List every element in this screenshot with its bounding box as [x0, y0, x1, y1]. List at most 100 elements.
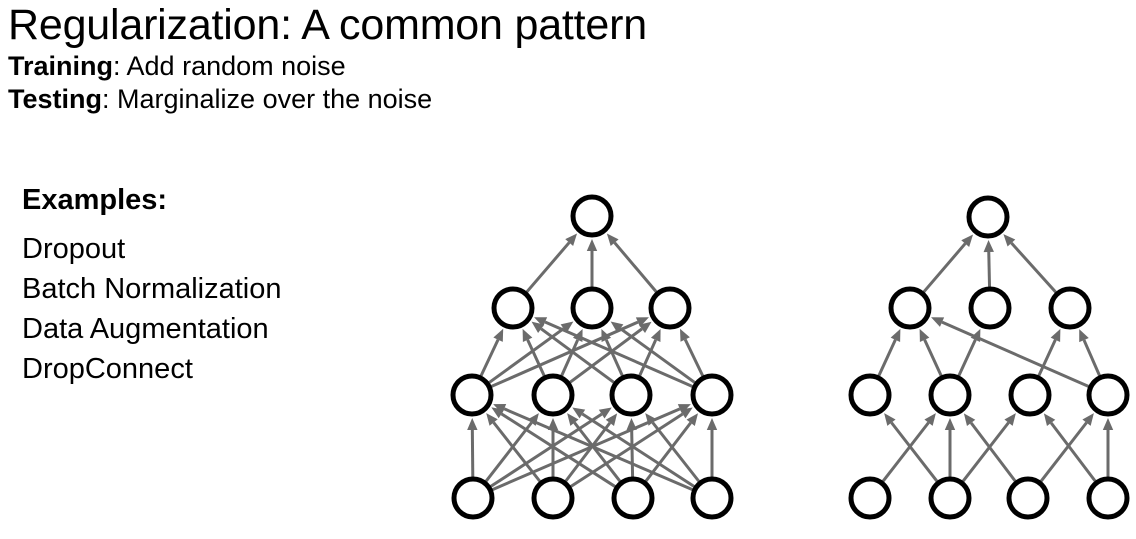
network-edge: [923, 339, 943, 377]
network-edge-arrowhead: [706, 418, 718, 430]
network-node: [491, 286, 535, 330]
network-edge: [569, 412, 684, 488]
network-edge: [1037, 339, 1057, 377]
network-edge: [881, 421, 930, 483]
network-edge-arrowhead: [565, 233, 578, 246]
network-node: [1086, 373, 1130, 417]
network-node: [611, 476, 655, 520]
lead-line-testing: Testing: Marginalize over the noise: [8, 83, 478, 116]
network-node: [648, 286, 692, 330]
network-edge: [564, 421, 612, 483]
network-edge-arrowhead: [1079, 329, 1089, 343]
network-edge-arrowhead: [1043, 413, 1056, 427]
network-edge-arrowhead: [493, 328, 504, 342]
network-edge-arrowhead: [605, 413, 618, 427]
network-edge-arrowhead: [983, 239, 994, 253]
network-edge: [1049, 421, 1097, 483]
examples-heading-colon: :: [157, 184, 168, 216]
network-edge-arrowhead: [680, 328, 690, 342]
network-edge-arrowhead: [606, 233, 619, 247]
lead-key-testing: Testing: [8, 84, 102, 115]
fully-connected-network-nodes: [450, 194, 734, 520]
dropconnect-network: [848, 195, 1130, 520]
network-edge-arrowhead: [572, 407, 586, 419]
network-edge: [525, 241, 571, 294]
network-edge: [492, 421, 542, 483]
dropconnect-network-edges: [877, 234, 1114, 483]
network-edge-arrowhead: [635, 317, 649, 327]
network-edge-arrowhead: [598, 407, 612, 419]
network-node: [690, 373, 734, 417]
example-item-batch-normalization: Batch Normalization: [22, 273, 282, 306]
network-node: [848, 476, 892, 520]
network-node: [450, 373, 494, 417]
network-edge: [638, 339, 658, 377]
network-edge: [619, 327, 696, 384]
network-edge: [961, 421, 1010, 483]
fully-connected-network-edges: [467, 233, 718, 492]
network-node: [888, 286, 932, 330]
lead-line-training: Training: Add random noise: [8, 50, 478, 83]
network-edge-arrowhead: [1003, 234, 1016, 247]
network-edge: [1039, 421, 1088, 483]
network-edge: [560, 339, 580, 377]
network-edge-arrowhead: [601, 328, 612, 343]
network-edge: [540, 327, 615, 384]
network-edge-arrowhead: [650, 328, 661, 343]
network-edge: [568, 327, 643, 384]
network-edge-arrowhead: [567, 413, 579, 426]
network-node: [570, 286, 614, 330]
network-edge-arrowhead: [534, 317, 548, 327]
network-edge: [484, 421, 533, 483]
network-node: [451, 476, 495, 520]
network-edge-arrowhead: [890, 328, 901, 342]
network-node: [1006, 476, 1050, 520]
network-edge-arrowhead: [924, 413, 936, 426]
network-edge-arrowhead: [493, 404, 507, 414]
network-node: [968, 286, 1012, 330]
network-edge: [890, 421, 939, 483]
network-edge: [613, 241, 658, 293]
network-edge-arrowhead: [961, 234, 974, 247]
lead-rest-training: : Add random noise: [113, 51, 346, 82]
network-edge-arrowhead: [679, 407, 693, 419]
dropconnect-network-nodes: [848, 195, 1130, 520]
example-item-dropconnect: DropConnect: [22, 353, 193, 386]
examples-block: Examples: Dropout Batch Normalization Da…: [22, 186, 452, 389]
lead-rest-testing: : Marginalize over the noise: [102, 84, 433, 115]
network-edge-arrowhead: [586, 239, 598, 251]
network-edge: [581, 412, 696, 488]
network-edge: [526, 339, 546, 377]
network-edge-arrowhead: [645, 413, 657, 426]
network-edge-arrowhead: [686, 413, 698, 426]
network-edge: [1082, 339, 1101, 377]
network-node: [531, 476, 575, 520]
fully-connected-network: [450, 194, 734, 520]
network-edge: [500, 412, 617, 488]
network-edge-arrowhead: [547, 418, 559, 430]
network-edge-arrowhead: [522, 328, 533, 342]
network-edge: [1010, 241, 1058, 294]
network-edge-arrowhead: [560, 321, 574, 333]
network-edge: [683, 338, 705, 377]
network-edge: [479, 339, 500, 377]
network-edge: [604, 339, 624, 377]
examples-heading-label: Examples: [22, 184, 158, 216]
network-node: [609, 373, 653, 417]
network-edge: [877, 339, 897, 377]
network-node: [928, 373, 972, 417]
network-edge-arrowhead: [1082, 413, 1094, 426]
network-node: [966, 195, 1010, 239]
network-edge-arrowhead: [884, 413, 896, 426]
network-edge: [922, 242, 967, 294]
network-edge: [969, 421, 1017, 483]
network-edge: [651, 421, 701, 483]
network-edge-arrowhead: [610, 321, 624, 333]
network-node: [1086, 476, 1130, 520]
network-node: [1008, 373, 1052, 417]
network-node: [531, 373, 575, 417]
network-edge: [503, 407, 694, 492]
network-node: [928, 476, 972, 520]
network-edge-arrowhead: [931, 317, 945, 327]
